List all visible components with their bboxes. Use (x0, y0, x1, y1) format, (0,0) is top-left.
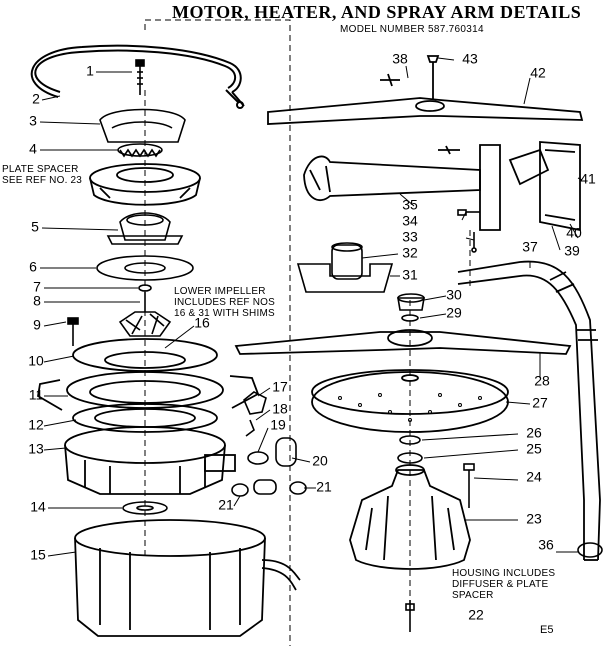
part-seal (122, 501, 168, 515)
note-plate-spacer: PLATE SPACER SEE REF NO. 23 (2, 164, 83, 186)
part-supply-tube (457, 260, 601, 561)
callout-9: 9 (33, 317, 41, 333)
callout-11: 11 (29, 387, 44, 403)
part-cap-pin (405, 542, 603, 632)
callout-37: 37 (522, 239, 538, 255)
callout-29: 29 (446, 305, 462, 321)
callout-24: 24 (526, 469, 542, 485)
callout-6: 6 (29, 259, 37, 275)
callout-14: 14 (30, 499, 46, 515)
callout-21-right: 21 (316, 479, 332, 495)
callout-25: 25 (526, 441, 542, 457)
callout-40: 40 (566, 225, 582, 241)
callout-33: 33 (402, 229, 418, 245)
part-washer-seal (397, 435, 423, 464)
page-code: E5 (540, 624, 554, 636)
callout-labels: 1 2 3 4 5 6 7 8 9 10 11 12 13 14 15 16 1… (28, 51, 596, 623)
callout-17: 17 (272, 379, 288, 395)
note-housing: HOUSING INCLUDES DIFFUSER & PLATE SPACER (452, 568, 556, 601)
callout-3: 3 (29, 113, 37, 129)
part-screws-33-34 (457, 209, 480, 253)
part-motor (74, 519, 301, 637)
part-hub-nut (397, 293, 425, 322)
part-motor-mount (64, 426, 236, 495)
part-lower-impeller (118, 284, 172, 337)
callout-30: 30 (446, 287, 462, 303)
callout-2: 2 (32, 91, 40, 107)
callout-16: 16 (194, 315, 210, 331)
callout-19: 19 (270, 417, 286, 433)
part-plate-spacer (89, 163, 201, 206)
part-gasket (96, 255, 194, 281)
part-heater (30, 44, 245, 109)
callout-27: 27 (532, 395, 548, 411)
callout-36: 36 (538, 537, 554, 553)
callout-5: 5 (31, 219, 39, 235)
callout-42: 42 (530, 65, 546, 81)
part-screw (67, 317, 79, 346)
part-bolt (135, 59, 145, 95)
note-lower-impeller: LOWER IMPELLER INCLUDES REF NOS 16 & 31 … (174, 286, 275, 319)
callout-4: 4 (29, 141, 37, 157)
part-upper-spray-arm (267, 55, 584, 125)
callout-10: 10 (28, 353, 44, 369)
part-plate (99, 108, 186, 143)
callout-8: 8 (33, 293, 41, 309)
callout-13: 13 (28, 441, 44, 457)
page-title: MOTOR, HEATER, AND SPRAY ARM DETAILS (172, 2, 582, 22)
part-lower-spray-arm (234, 329, 572, 355)
callout-1: 1 (86, 63, 94, 79)
callout-23: 23 (526, 511, 542, 527)
leader-lines (39, 57, 583, 557)
callout-38: 38 (392, 51, 408, 67)
callout-35: 35 (402, 197, 418, 213)
part-spray-manifold (303, 141, 581, 232)
callout-39: 39 (564, 243, 580, 259)
model-number: MODEL NUMBER 587.760314 (340, 24, 484, 35)
callout-28: 28 (534, 373, 550, 389)
callout-34: 34 (402, 213, 418, 229)
part-long-screw (463, 463, 475, 508)
part-upper-housing (106, 212, 184, 245)
part-filter-ring (117, 143, 163, 158)
part-pump-body (37, 338, 260, 433)
callout-15: 15 (30, 547, 46, 563)
part-bearing (296, 242, 394, 293)
callout-32: 32 (402, 245, 418, 261)
part-small-components (231, 391, 307, 497)
callout-12: 12 (28, 417, 44, 433)
callout-21-left: 21 (218, 497, 234, 513)
callout-26: 26 (526, 425, 542, 441)
part-pump-housing (349, 464, 471, 570)
callout-7: 7 (33, 279, 41, 295)
callout-31: 31 (402, 267, 418, 283)
callout-22: 22 (468, 607, 484, 623)
assembly-lines (144, 19, 471, 646)
callout-41: 41 (580, 171, 596, 187)
callout-43: 43 (462, 51, 478, 67)
callout-20: 20 (312, 453, 328, 469)
callout-18: 18 (272, 401, 288, 417)
